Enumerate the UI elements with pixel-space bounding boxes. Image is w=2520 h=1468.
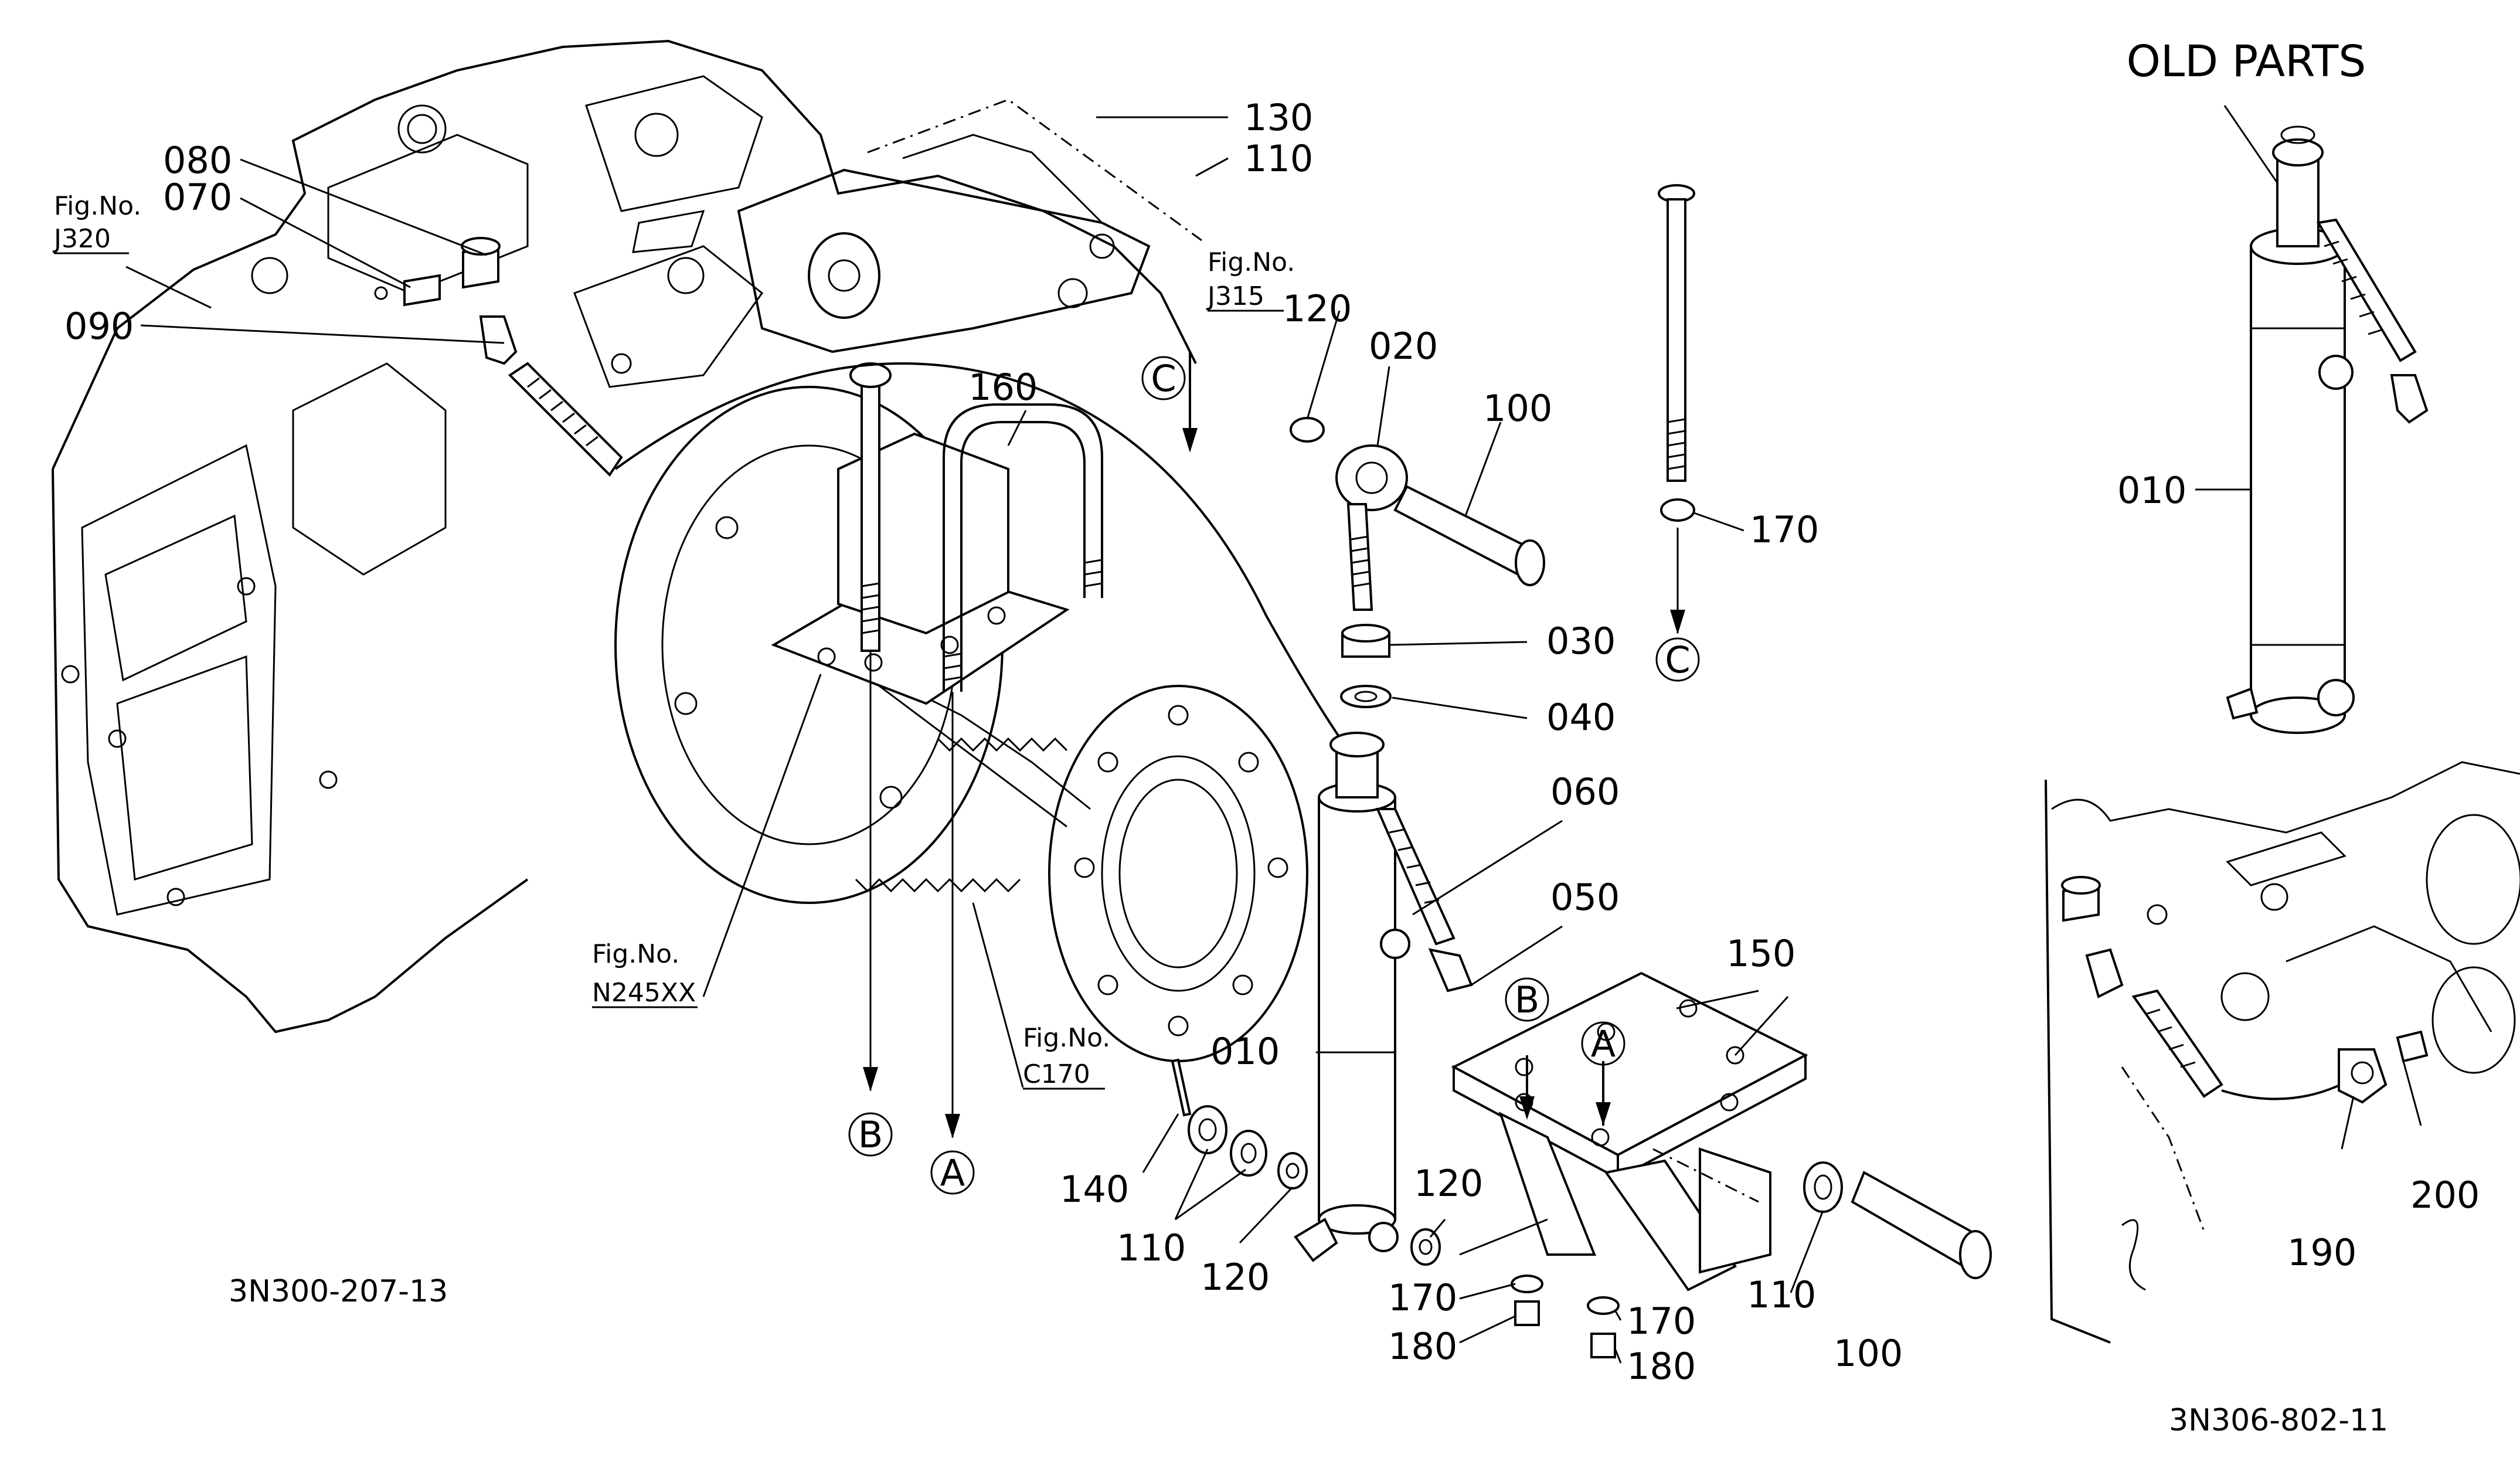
marker-c-right-label: C [1665,638,1690,681]
callout-090: 090 [64,305,134,348]
callout-170-right: 170 [1627,1300,1696,1343]
callout-110-right: 110 [1747,1273,1816,1316]
fig-ref-j320-line2: J320 [52,224,111,254]
callout-110-left: 110 [1117,1226,1186,1269]
rod-end-assembly [1290,417,1545,708]
callout-180-mid: 180 [1388,1325,1457,1368]
drawing-code-left: 3N300-207-13 [229,1274,448,1309]
callout-050: 050 [1550,876,1620,919]
callout-060: 060 [1550,770,1620,813]
lower-bracket-150 [1451,971,1808,1292]
marker-b-bracket-label: B [1515,978,1540,1021]
fig-ref-c170-line1: Fig.No. [1023,1023,1110,1053]
callout-010-old: 010 [2117,469,2186,512]
marker-b-lower: B [848,1112,893,1157]
callout-170-mid: 170 [1388,1276,1457,1319]
callout-100-bottom: 100 [1834,1332,1903,1375]
lift-arm [737,98,1202,354]
fig-ref-c170-line2: C170 [1023,1059,1090,1089]
callout-180-right: 180 [1627,1345,1696,1388]
fig-ref-j320-line1: Fig.No. [54,191,141,221]
marker-c-upper: C [1141,356,1186,400]
callout-120-top: 120 [1283,287,1352,330]
marker-b-lower-label: B [858,1113,883,1156]
callout-190: 190 [2287,1231,2356,1274]
marker-b-bracket: B [1505,977,1549,1022]
fig-ref-j315-line1: Fig.No. [1208,247,1295,277]
fig-ref-n245-line1: Fig.No. [592,939,679,969]
transmission-housing [52,39,1197,1034]
marker-a-bracket: A [1581,1021,1625,1066]
callout-160: 160 [968,366,1038,409]
leader-lines [125,116,1824,1364]
callout-170-top: 170 [1750,508,1819,551]
hydraulic-hose [508,362,1385,793]
long-bolt-right [1658,184,1695,522]
callout-120-mid: 120 [1414,1162,1483,1205]
marker-a-lower-label: A [940,1151,965,1194]
callout-070: 070 [163,176,232,219]
callout-120-left: 120 [1201,1256,1270,1299]
fig-ref-j315-line2: J315 [1206,281,1264,311]
upper-mount-bracket [771,362,1103,705]
callout-110-top: 110 [1244,137,1313,180]
callout-140: 140 [1060,1168,1129,1211]
marker-a-bracket-label: A [1591,1022,1616,1065]
marker-a-lower: A [930,1150,975,1195]
callout-150: 150 [1726,932,1795,975]
fig-ref-n245-line2: N245XX [592,978,696,1008]
callout-080: 080 [163,139,232,182]
callout-040: 040 [1546,696,1616,739]
callout-030: 030 [1546,620,1616,662]
callout-010-main: 010 [1210,1030,1280,1073]
old-parts-cylinder [2223,105,2429,734]
fittings-070-080-090 [374,237,518,365]
callout-130: 130 [1244,96,1313,139]
marker-c-upper-label: C [1151,357,1176,400]
callout-100-top: 100 [1483,387,1552,430]
old-parts-title: OLD PARTS [2127,36,2366,87]
callout-200: 200 [2410,1174,2480,1216]
marker-c-right: C [1655,637,1700,682]
lower-pin-assembly [1171,1058,1992,1358]
callout-020: 020 [1369,325,1438,368]
reference-arrows [863,352,1685,1139]
detail-inset [2045,761,2520,1344]
cylinder-010 [1294,732,1473,1262]
drawing-code-right: 3N306-802-11 [2169,1403,2388,1438]
